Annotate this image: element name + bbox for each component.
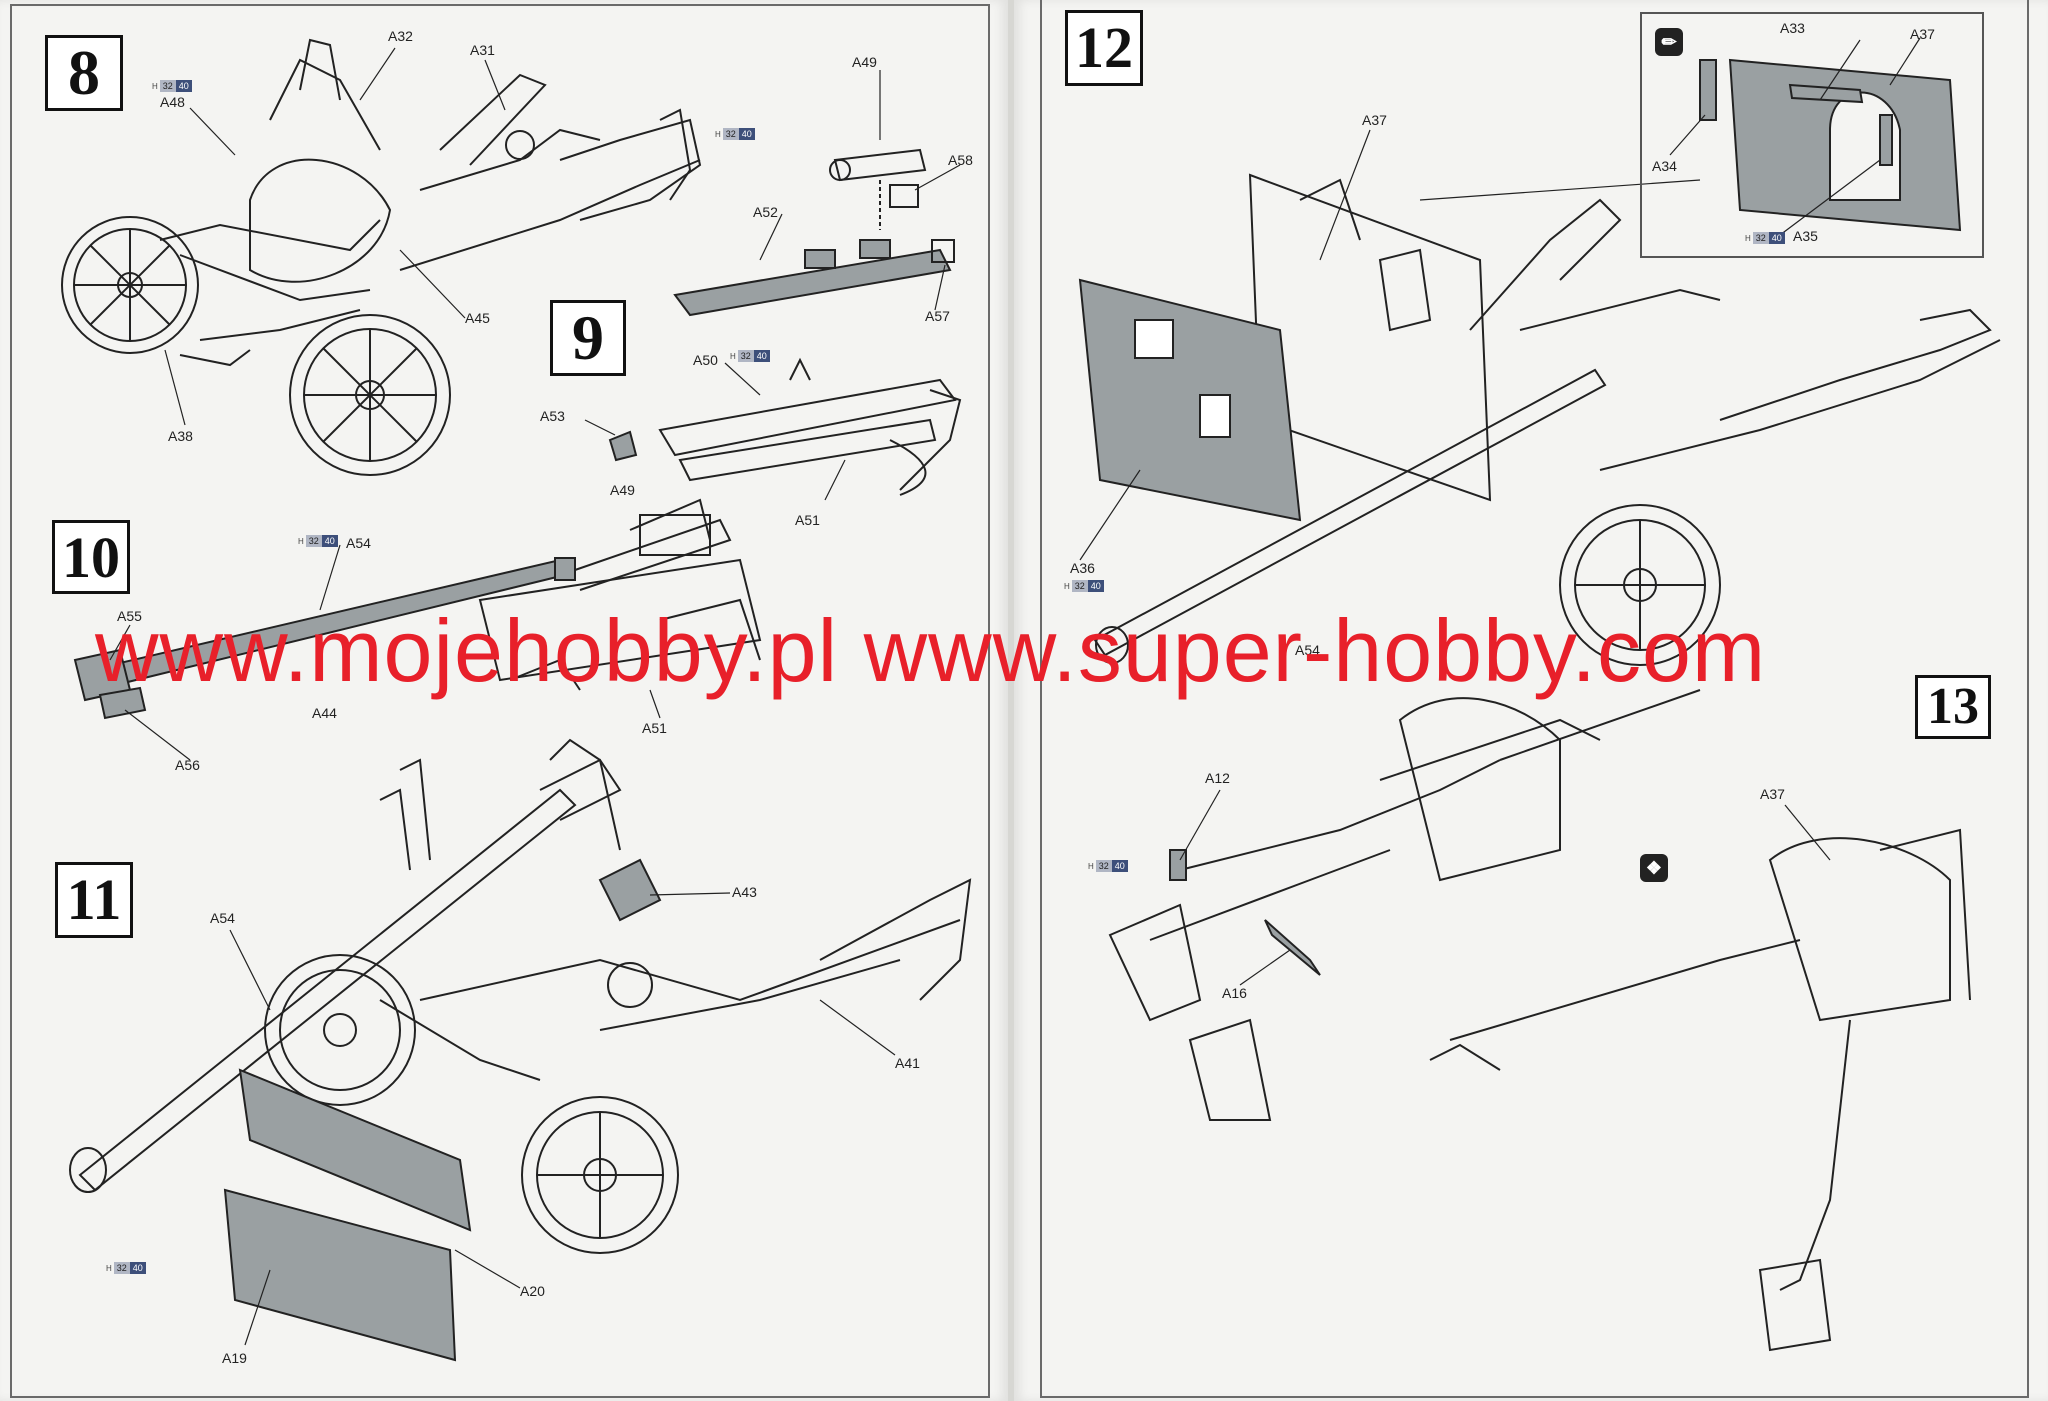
- label-a57: A57: [925, 308, 950, 324]
- label-a43: A43: [732, 884, 757, 900]
- label-a36: A36: [1070, 560, 1095, 576]
- label-a51-step10: A51: [642, 720, 667, 736]
- step12-inset-drawing: [1699, 58, 1962, 232]
- label-a54-step11: A54: [210, 910, 235, 926]
- label-a58: A58: [948, 152, 973, 168]
- label-a49-step10: A49: [610, 482, 635, 498]
- step-8-number: 8: [45, 35, 123, 111]
- label-a51-step9: A51: [795, 512, 820, 528]
- right-page: [1014, 0, 2048, 1401]
- label-a19: A19: [222, 1350, 247, 1366]
- label-a35: A35: [1793, 228, 1818, 244]
- label-a56: A56: [175, 757, 200, 773]
- step-12-number: 12: [1065, 10, 1143, 86]
- label-a37-inset: A37: [1910, 26, 1935, 42]
- label-a54-step12: A54: [1295, 642, 1320, 658]
- step12-inset-box: [1640, 12, 1984, 258]
- left-page-border: [10, 4, 990, 1398]
- label-a53: A53: [540, 408, 565, 424]
- step-13-number: 13: [1915, 675, 1991, 739]
- watermark-text: www.mojehobby.pl www.super-hobby.com: [95, 601, 1767, 700]
- label-a31: A31: [470, 42, 495, 58]
- label-a12: A12: [1205, 770, 1230, 786]
- step12-gun-drawing: [1078, 173, 2001, 666]
- label-a54-step10: A54: [346, 535, 371, 551]
- label-a20: A20: [520, 1283, 545, 1299]
- step-9-number: 9: [550, 300, 626, 376]
- label-a33: A33: [1780, 20, 1805, 36]
- step8-carriage-drawing: [61, 38, 702, 476]
- label-a49-step9: A49: [852, 54, 877, 70]
- label-a16: A16: [1222, 985, 1247, 1001]
- label-a50: A50: [693, 352, 718, 368]
- label-a52: A52: [753, 204, 778, 220]
- left-page: [0, 0, 1008, 1401]
- label-a44: A44: [312, 705, 337, 721]
- step11-gun-drawing: [69, 738, 972, 1362]
- step-10-number: 10: [52, 520, 130, 594]
- label-a55: A55: [117, 608, 142, 624]
- step-11-number: 11: [55, 862, 133, 938]
- step13-trails-drawing: [1108, 689, 1971, 1352]
- step9-cradle-drawing: [608, 148, 962, 496]
- attention-icon: ❖: [1640, 854, 1668, 882]
- label-a41: A41: [895, 1055, 920, 1071]
- label-a32: A32: [388, 28, 413, 44]
- label-a37-step13: A37: [1760, 786, 1785, 802]
- label-a48: A48: [160, 94, 185, 110]
- label-a34: A34: [1652, 158, 1677, 174]
- leader-lines: [109, 37, 1921, 1346]
- label-a38: A38: [168, 428, 193, 444]
- label-a37-step12: A37: [1362, 112, 1387, 128]
- step10-barrel-drawing: [73, 498, 762, 720]
- right-page-border: [1040, 0, 2029, 1398]
- label-a45: A45: [465, 310, 490, 326]
- glue-icon: ✏: [1655, 28, 1683, 56]
